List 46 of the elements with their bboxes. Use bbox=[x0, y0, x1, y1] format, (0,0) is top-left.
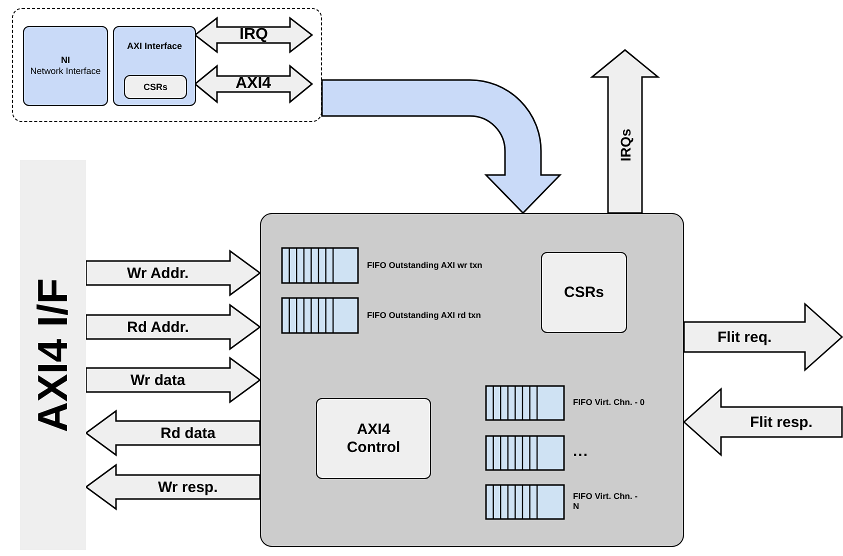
edge-label: Rd data bbox=[160, 426, 216, 440]
block-arrow bbox=[321, 79, 561, 214]
edge-label: IRQs bbox=[618, 128, 632, 162]
edge-label: IRQ bbox=[240, 27, 268, 43]
fifo-buffer bbox=[281, 297, 359, 334]
fifo-label: FIFO Outstanding AXI wr txn bbox=[367, 260, 484, 270]
fifo-label: FIFO Virt. Chn. - 0 bbox=[573, 397, 646, 408]
register-box bbox=[541, 252, 627, 333]
interface-band bbox=[20, 160, 86, 550]
edge-label: Wr resp. bbox=[158, 480, 218, 494]
fifo-label: FIFO Virt. Chn. - N bbox=[573, 491, 639, 512]
block-arrow bbox=[194, 64, 314, 104]
block-arrow bbox=[683, 302, 843, 372]
interface-box bbox=[23, 26, 108, 106]
edge-label: AXI4 bbox=[236, 76, 272, 92]
fifo-buffer bbox=[485, 484, 565, 520]
box-description: Network Interface bbox=[30, 66, 101, 77]
edge-label: Rd Addr. bbox=[127, 320, 189, 334]
block-arrow bbox=[682, 387, 843, 457]
fifo-buffer bbox=[485, 435, 565, 471]
edge-label: Wr data bbox=[130, 372, 186, 388]
block-arrow bbox=[85, 304, 262, 350]
block-arrow bbox=[85, 250, 262, 296]
block-arrow bbox=[84, 464, 261, 510]
box-title: AXI Interface bbox=[126, 41, 182, 52]
box-title: AXI4 Control bbox=[346, 420, 402, 456]
module-box bbox=[260, 213, 684, 547]
edge-label: Flit resp. bbox=[750, 414, 813, 430]
fifo-label: FIFO Outstanding AXI rd txn bbox=[367, 310, 482, 320]
control-box bbox=[316, 398, 431, 479]
register-box bbox=[124, 75, 187, 99]
interface-title: AXI4 I/F bbox=[28, 278, 77, 432]
interface-box bbox=[113, 26, 196, 106]
edge-label: Flit req. bbox=[718, 330, 772, 344]
box-title: NI bbox=[61, 55, 70, 66]
block-arrow bbox=[85, 356, 262, 404]
fifo-buffer bbox=[485, 385, 565, 421]
group-box bbox=[12, 8, 322, 122]
block-arrow bbox=[84, 410, 261, 456]
fifo-buffer bbox=[281, 247, 359, 284]
box-title: CSRs bbox=[564, 284, 604, 302]
ellipsis-label: ... bbox=[573, 443, 590, 461]
block-arrow bbox=[194, 16, 314, 54]
edge-label: Wr Addr. bbox=[127, 266, 189, 280]
block-arrow bbox=[590, 49, 660, 214]
box-title: CSRs bbox=[143, 82, 168, 92]
